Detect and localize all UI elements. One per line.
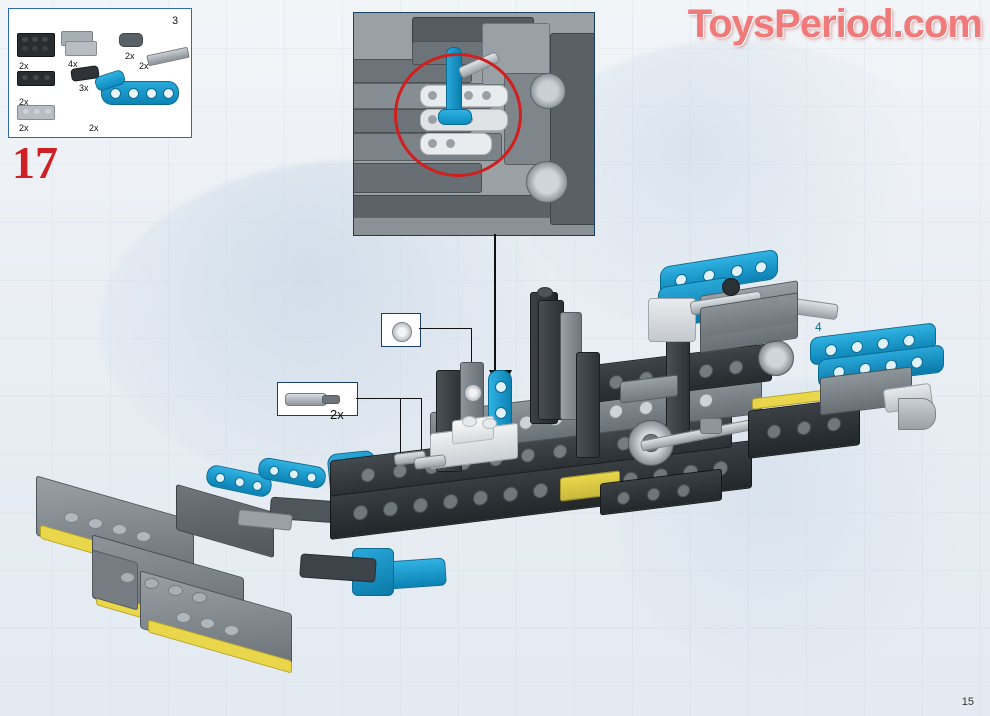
axle-bushing <box>700 418 722 434</box>
pin-callout-qty: 2x <box>330 407 344 422</box>
page-number: 15 <box>961 696 974 708</box>
leader-line-pin-b <box>421 398 423 460</box>
highlight-circle <box>394 53 522 177</box>
part-black-plate-1x4 <box>17 71 55 86</box>
parts-qty-2: 4x <box>68 59 78 69</box>
part-black-plate-2x4 <box>17 33 55 57</box>
gear-rear <box>758 340 794 376</box>
dark-beam-lower <box>299 553 377 583</box>
parts-qty-7: 2x <box>19 123 29 133</box>
leader-line-inset <box>494 234 496 376</box>
bushing-target <box>464 384 482 402</box>
part-gray-plate-c <box>17 105 55 120</box>
parts-callout-box: 2x 4x 2x 3 2x 3x 2x <box>8 8 192 138</box>
parts-qty-3: 2x <box>125 51 135 61</box>
leader-line-bushing-down <box>471 328 473 386</box>
front-nose-piece <box>898 398 936 430</box>
engine-white-block <box>648 298 696 342</box>
parts-qty-8: 2x <box>89 123 99 133</box>
step-number-text: 17 <box>12 137 58 188</box>
bushing-callout <box>381 313 421 347</box>
detail-inset-photo <box>353 12 595 236</box>
parts-qty-blue-liftarm: 2x <box>139 61 149 71</box>
parts-qty-axle-3: 3 <box>172 15 179 27</box>
watermark-toysperiod: ToysPeriod.com <box>687 2 983 46</box>
leader-line-bushing <box>419 328 472 330</box>
count-4-right: 4 <box>815 320 822 334</box>
leader-line-pin-a <box>400 398 402 460</box>
step-number: 17 <box>12 140 58 186</box>
mid-upright-black <box>576 352 600 458</box>
part-gray-plate-b <box>65 41 97 56</box>
parts-qty-4: 2x <box>19 97 29 107</box>
parts-qty-connector: 3x <box>79 83 89 93</box>
leader-line-pin <box>356 398 422 400</box>
parts-qty-1: 2x <box>19 61 29 71</box>
part-dark-pin <box>119 33 143 47</box>
